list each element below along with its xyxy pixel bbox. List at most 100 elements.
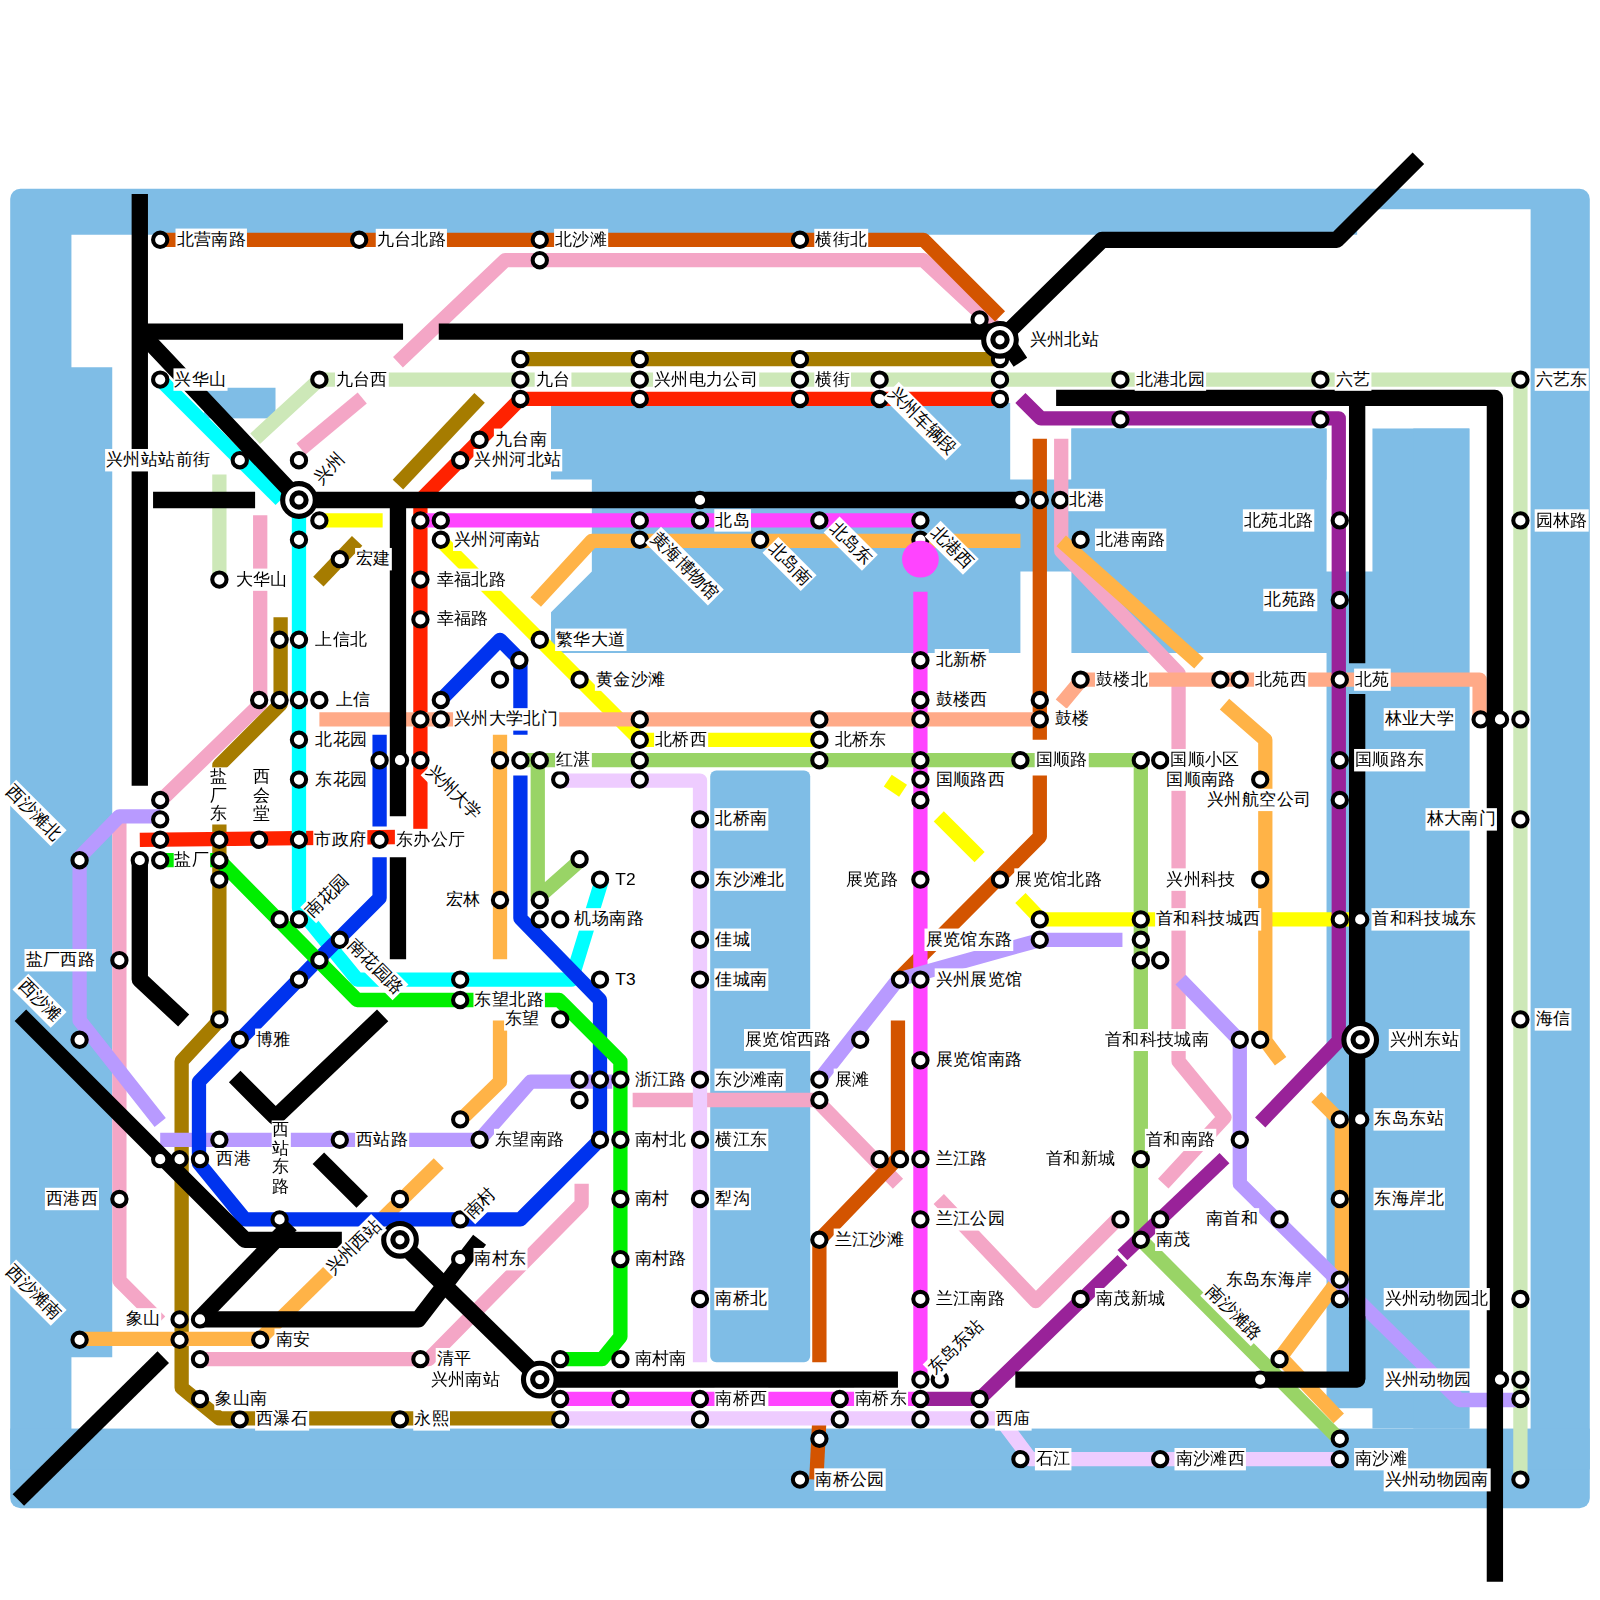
station-dot [533,893,547,907]
station-dot [172,1333,186,1347]
station-dot [693,493,707,507]
station-dot [1493,1372,1507,1386]
station-dot [1313,372,1327,386]
station-dot [812,1233,826,1247]
station-dot [1153,753,1167,767]
station-dot [413,513,427,527]
station-label: 北苑 [1354,668,1391,690]
station-label: 兴州展览馆 [935,968,1024,990]
station-label: 盐厂西路 [24,949,95,971]
station-dot [1333,912,1347,926]
station-label: 横街 [814,368,851,390]
station-label: 南茂 [1155,1229,1192,1251]
station-label: 北苑西 [1254,668,1308,690]
station-dot [593,1133,607,1147]
station-dot [1513,1012,1527,1026]
station-dot [292,772,306,786]
station-dot [793,352,807,366]
station-dot [1333,1452,1347,1466]
station-label: 佳城南 [714,968,768,990]
station-label: 西站路 [355,1129,409,1151]
station-dot [253,1333,267,1347]
station-dot [1333,1192,1347,1206]
station-label: 机场南路 [573,908,644,930]
station-dot [1134,753,1148,767]
station-dot [913,513,927,527]
station-dot [1033,912,1047,926]
station-label: 林大南门 [1426,808,1497,830]
station-dot [434,533,448,547]
station-dot [272,693,286,707]
station-dot [1013,493,1027,507]
station-dot [1073,672,1087,686]
lines [80,240,1521,1480]
station-dot [913,1053,927,1067]
station-dot [1272,1212,1286,1226]
station-dot [633,372,647,386]
station-dot [1473,712,1487,726]
station-dot [1253,772,1267,786]
station-label: 南首和 [1205,1208,1259,1230]
station-dot [1333,1292,1347,1306]
station-dot [812,733,826,747]
station-dot [333,1133,347,1147]
station-dot [793,1472,807,1486]
station-dot [493,753,507,767]
station-label: 园林路 [1535,509,1589,531]
station-dot [153,1152,167,1166]
station-label: 北沙滩 [554,229,608,251]
station-label: 首和南路 [1145,1129,1216,1151]
station-dot [613,1072,627,1086]
station-label: 永熙 [413,1408,450,1430]
station-dot [993,392,1007,406]
station-label: 东岛东站 [1373,1108,1444,1130]
station-dot [153,853,167,867]
station-label: 北苑路 [1263,589,1317,611]
station-label: 北桥西 [654,729,708,751]
station-dot [1253,1372,1267,1386]
station-label: 兴州电力公司 [653,368,759,390]
station-dot [393,1412,407,1426]
station-label: 首和科技城南 [1104,1029,1210,1051]
station-label: 北苑北路 [1243,509,1314,531]
station-label: 展览馆北路 [1014,868,1103,890]
station-label: 国顺路西 [935,768,1006,790]
station-dot [553,1012,567,1026]
station-dot [292,912,306,926]
station-dot [1134,1233,1148,1247]
station-dot [872,372,886,386]
station-label: 兴州站站前街 [105,449,211,471]
station-dot [212,872,226,886]
station-label: 南安 [274,1329,311,1351]
station-dot [593,872,607,886]
black-lines [18,158,1495,1581]
station-label: 西港 [215,1148,252,1170]
station-dot [693,872,707,886]
station-dot [1153,953,1167,967]
station-label: 黄金沙滩 [595,668,666,690]
station-label: 西庙 [995,1408,1032,1430]
station-dot [533,233,547,247]
station-dot [1053,493,1067,507]
station-dots [72,233,1527,1487]
station-dot [913,793,927,807]
station-dot [572,852,586,866]
station-dot [513,352,527,366]
station-dot [413,712,427,726]
station-dot [693,1192,707,1206]
station-dot [172,1152,186,1166]
station-label: 北港北园 [1135,368,1206,390]
station-dot [693,1412,707,1426]
station-dot [913,872,927,886]
station-dot [633,352,647,366]
station-label: 兰江公园 [935,1208,1006,1230]
station-dot [633,392,647,406]
station-dot [1513,712,1527,726]
station-dot [1353,1112,1367,1126]
station-dot [434,693,448,707]
station-dot [212,1133,226,1147]
station-label: 东岛东海岸 [1224,1268,1313,1290]
station-dot [333,933,347,947]
station-dot [233,1033,247,1047]
